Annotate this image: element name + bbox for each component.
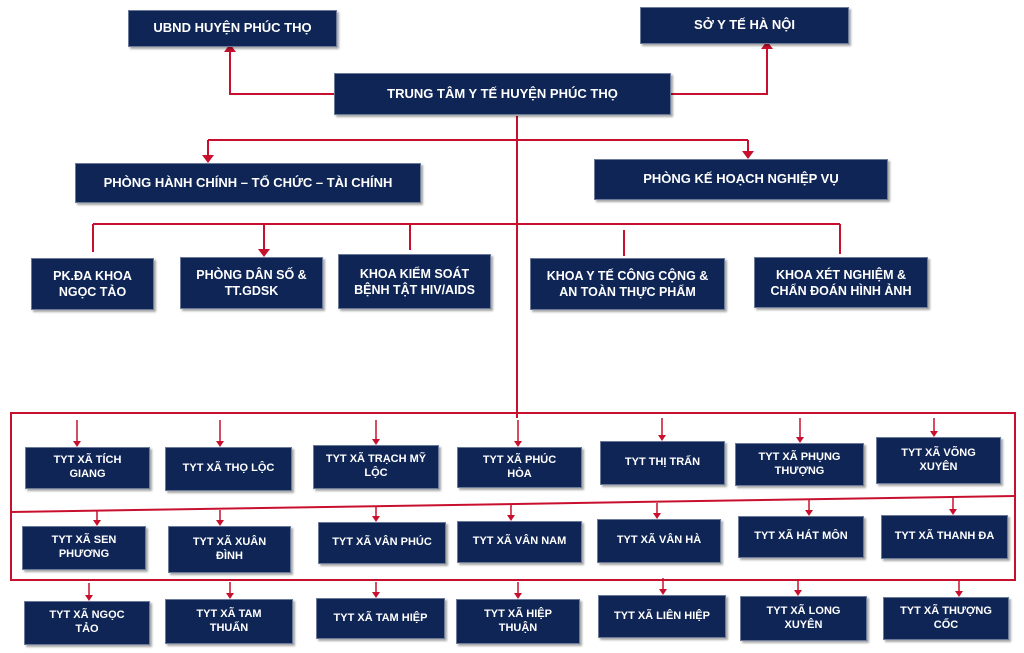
node-khoa-xet-nghiem: KHOA XÉT NGHIỆM & CHẨN ĐOÁN HÌNH ẢNH xyxy=(754,257,928,308)
arrow-ke-hoach xyxy=(742,151,754,159)
arrow-hanh-chinh xyxy=(202,155,214,163)
station-tich-giang: TYT XÃ TÍCH GIANG xyxy=(25,447,150,489)
station-hiep-thuan: TYT XÃ HIỆP THUẬN xyxy=(456,599,580,644)
station-tam-hiep: TYT XÃ TAM HIỆP xyxy=(316,598,445,639)
station-lien-hiep: TYT XÃ LIÊN HIỆP xyxy=(598,595,726,638)
station-trach-my-loc: TYT XÃ TRẠCH MỸ LỘC xyxy=(313,445,439,489)
node-so-y-te-ha-noi: SỞ Y TẾ HÀ NỘI xyxy=(640,7,849,44)
row1-connectors xyxy=(73,418,938,447)
station-tho-loc: TYT XÃ THỌ LỘC xyxy=(165,447,292,491)
station-van-phuc: TYT XÃ VÂN PHÚC xyxy=(318,522,446,564)
arrow-ubnd xyxy=(224,44,236,52)
station-long-xuyen: TYT XÃ LONG XUYÊN xyxy=(740,596,867,641)
station-sen-phuong: TYT XÃ SEN PHƯƠNG xyxy=(22,526,146,570)
node-trung-tam-y-te: TRUNG TÂM Y TẾ HUYỆN PHÚC THỌ xyxy=(334,73,671,115)
node-ubnd-phuc-tho: UBND HUYỆN PHÚC THỌ xyxy=(128,10,337,47)
row2-connectors xyxy=(93,498,957,526)
row3-connectors xyxy=(85,578,963,601)
station-tam-thuan: TYT XÃ TAM THUẤN xyxy=(165,599,293,644)
node-khoa-y-te-cong-cong: KHOA Y TẾ CÔNG CỘNG & AN TOÀN THỰC PHẨM xyxy=(530,258,725,310)
station-van-nam: TYT XÃ VÂN NAM xyxy=(457,521,582,563)
station-phuc-hoa: TYT XÃ PHÚC HÒA xyxy=(457,447,582,488)
stations-frame-divider xyxy=(10,495,1016,513)
node-khoa-kiem-soat: KHOA KIỂM SOÁT BỆNH TẬT HIV/AIDS xyxy=(338,254,491,309)
station-van-ha: TYT XÃ VÂN HÀ xyxy=(597,519,721,563)
station-hat-mon: TYT XÃ HÁT MÔN xyxy=(738,516,864,558)
station-xuan-dinh: TYT XÃ XUÂN ĐÌNH xyxy=(168,526,291,573)
station-ngoc-tao: TYT XÃ NGỌC TẢO xyxy=(24,601,150,645)
connector-center-ubnd xyxy=(229,52,334,95)
station-vong-xuyen: TYT XÃ VÕNG XUYÊN xyxy=(876,437,1001,484)
connector-center-soyte xyxy=(671,49,768,95)
arrow-soyte xyxy=(761,41,773,49)
node-phong-hanh-chinh: PHÒNG HÀNH CHÍNH – TỔ CHỨC – TÀI CHÍNH xyxy=(75,163,421,203)
node-phong-ke-hoach: PHÒNG KẾ HOẠCH NGHIỆP VỤ xyxy=(594,159,888,200)
station-thi-tran: TYT THỊ TRẤN xyxy=(600,441,725,485)
node-pk-da-khoa: PK.ĐA KHOA NGỌC TẢO xyxy=(31,258,154,310)
node-phong-dan-so: PHÒNG DÂN SỐ & TT.GDSK xyxy=(180,257,323,309)
station-thanh-da: TYT XÃ THANH ĐA xyxy=(881,515,1008,559)
arrow-unit-2 xyxy=(258,249,270,257)
station-phung-thuong: TYT XÃ PHỤNG THƯỢNG xyxy=(735,443,864,486)
station-thuong-coc: TYT XÃ THƯỢNG CỐC xyxy=(883,597,1009,640)
